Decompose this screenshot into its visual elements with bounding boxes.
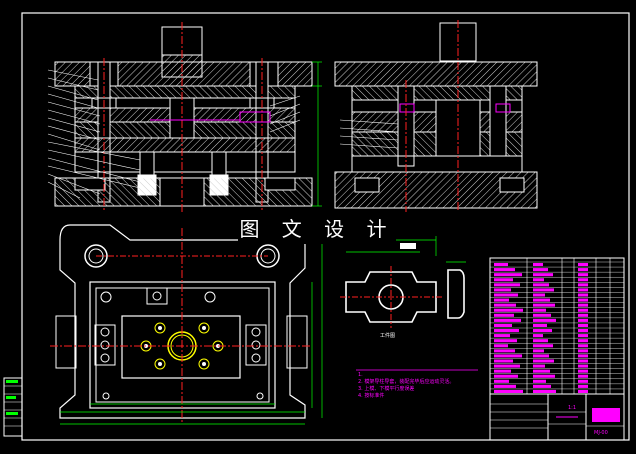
bom-cell-mark xyxy=(578,339,588,343)
bom-cell-mark xyxy=(533,379,546,383)
bom-cell-mark xyxy=(494,273,522,277)
bom-cell-mark xyxy=(494,384,516,388)
workpiece-view xyxy=(340,236,466,328)
bom-cell-mark xyxy=(494,288,511,292)
bom-cell-mark xyxy=(578,349,588,353)
bom-cell-mark xyxy=(494,374,518,378)
bom-cell-mark xyxy=(494,323,512,327)
bom-cell-mark xyxy=(533,313,551,317)
bom-cell-mark xyxy=(533,374,555,378)
note-line-1: 1. xyxy=(358,372,363,378)
bom-cell-mark xyxy=(533,298,550,302)
bom-cell-mark xyxy=(578,293,588,297)
bom-cell-mark xyxy=(533,339,548,343)
bom-cell-mark xyxy=(578,263,588,267)
bom-cell-mark xyxy=(578,344,588,348)
bom-cell-mark xyxy=(494,329,519,333)
bom-cell-mark xyxy=(494,293,518,297)
bom-cell-mark xyxy=(533,268,548,272)
bom-cell-mark xyxy=(494,334,510,338)
bom-cell-mark xyxy=(533,303,555,307)
bom-cell-mark xyxy=(533,334,543,338)
title-scale: 1:1 xyxy=(568,405,577,411)
bom-cell-mark xyxy=(578,273,588,277)
bom-cell-mark xyxy=(578,323,588,327)
drawing-frame xyxy=(21,12,630,441)
side-section-view xyxy=(334,20,538,212)
bom-cell-mark xyxy=(494,354,522,358)
bom-cell-mark xyxy=(494,344,508,348)
bom-cell-mark xyxy=(494,283,520,287)
bom-cell-mark xyxy=(533,323,547,327)
bom-cell-mark xyxy=(533,329,552,333)
bom-cell-mark xyxy=(578,303,588,307)
bom-cell-mark xyxy=(533,263,543,267)
plan-view xyxy=(50,224,323,425)
bom-cell-mark xyxy=(494,339,517,343)
bom-cell-mark xyxy=(578,379,588,383)
bom-cell-mark xyxy=(533,283,549,287)
bom-cell-mark xyxy=(533,293,545,297)
bom-cell-mark xyxy=(494,298,509,302)
bom-cell-mark xyxy=(578,359,588,363)
workpiece-caption: 工件图 xyxy=(380,333,396,339)
bom-cell-mark xyxy=(494,359,513,363)
note-line-4: 4. 按标准件 xyxy=(358,393,385,399)
bom-cell-mark xyxy=(533,384,551,388)
bom-cell-mark xyxy=(533,349,544,353)
bom-cell-mark xyxy=(494,308,523,312)
bom-cell-mark xyxy=(533,364,545,368)
bom-cell-mark xyxy=(533,369,550,373)
bom-cell-mark xyxy=(494,349,515,353)
bom-cell-mark xyxy=(533,354,549,358)
bom-cell-mark xyxy=(578,354,588,358)
bom-cell-mark xyxy=(578,283,588,287)
bom-cell-mark xyxy=(494,364,520,368)
title-block xyxy=(489,393,625,441)
bom-cell-mark xyxy=(578,308,588,312)
bom-cell-mark xyxy=(533,273,553,277)
bom-cell-mark xyxy=(494,278,513,282)
bom-cell-mark xyxy=(494,268,515,272)
bom-cell-mark xyxy=(494,303,516,307)
bom-cell-mark xyxy=(494,318,521,322)
bom-table xyxy=(489,257,625,395)
title-drawing-no: MJ-00 xyxy=(594,430,608,436)
bom-cell-mark xyxy=(494,263,508,267)
bom-cell-mark xyxy=(494,313,514,317)
bom-cell-mark xyxy=(578,329,588,333)
bom-cell-mark xyxy=(533,344,553,348)
bom-cell-mark xyxy=(578,364,588,368)
bom-cell-mark xyxy=(533,318,556,322)
bom-cell-mark xyxy=(578,278,588,282)
bom-cell-mark xyxy=(494,369,511,373)
bom-cell-mark xyxy=(533,278,544,282)
bom-cell-mark xyxy=(578,389,588,393)
front-section-view xyxy=(47,22,322,212)
bom-cell-mark xyxy=(578,369,588,373)
bom-cell-mark xyxy=(494,379,509,383)
bom-cell-mark xyxy=(578,384,588,388)
note-line-3: 3. 上模、下模平行度误差 xyxy=(358,386,415,392)
bom-cell-mark xyxy=(578,334,588,338)
bom-cell-mark xyxy=(533,389,556,393)
bom-cell-mark xyxy=(533,359,554,363)
revision-table xyxy=(3,377,23,437)
watermark-text: 图 文 设 计 xyxy=(238,210,396,244)
bom-cell-mark xyxy=(578,318,588,322)
note-line-2: 2. 模架导柱导套，装配完毕后应运动灵活。 xyxy=(358,379,455,385)
bom-cell-mark xyxy=(578,298,588,302)
bom-cell-mark xyxy=(533,288,554,292)
bom-cell-mark xyxy=(578,313,588,317)
bom-cell-mark xyxy=(578,374,588,378)
bom-cell-mark xyxy=(533,308,546,312)
bom-cell-mark xyxy=(578,288,588,292)
bom-cell-mark xyxy=(494,389,523,393)
bom-cell-mark xyxy=(578,268,588,272)
